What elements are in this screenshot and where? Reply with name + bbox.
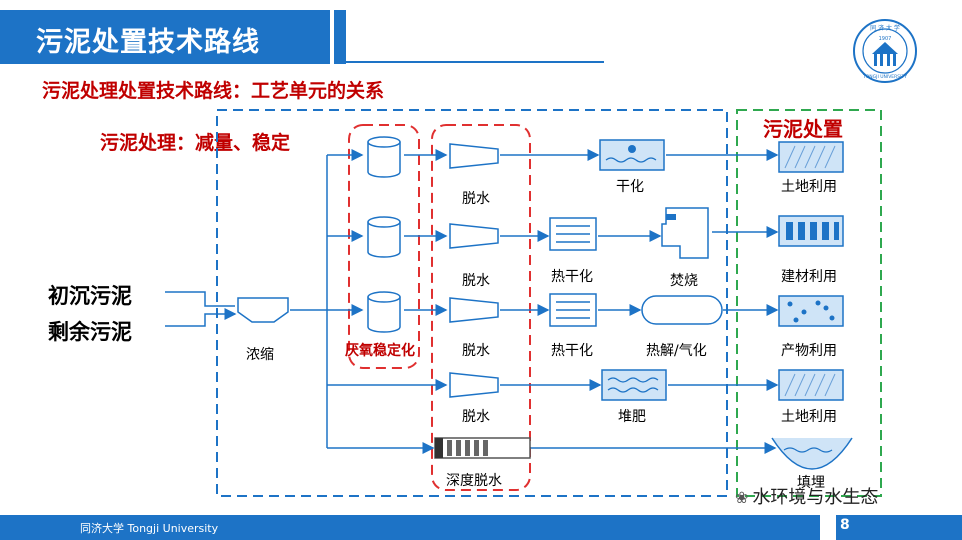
dewater-label: 脱水 [462,343,490,359]
thermal-drying-label: 热干化 [551,343,593,359]
incineration-label: 焚烧 [670,273,698,289]
pyrolysis-label: 热解/气化 [646,343,707,359]
dewater-label: 脱水 [462,273,490,289]
title-accent [334,10,346,64]
outcome-label: 填埋 [797,475,825,491]
drying-icon [599,139,665,171]
building-material-icon [778,215,844,247]
logo-text-bottom: TONGJI UNIVERSITY [862,74,907,80]
thermal-drying-label: 热干化 [551,269,593,285]
anaerobic-boundary [348,124,420,369]
page-title: 污泥处置技术路线 [36,27,260,58]
incinerator-icon [661,207,709,259]
thermal-drying-icon [549,217,597,251]
tongji-logo: 同 济 大 学 1907 TONGJI UNIVERSITY [853,19,917,83]
disposal-boundary [736,109,882,497]
input-excess-sludge: 剩余污泥 [48,320,132,344]
input-line-excess [165,308,237,327]
watermark-text: 水环境与水生态 [752,487,879,508]
outcome-label: 产物利用 [781,343,837,359]
page-number: 8 [840,517,850,533]
disposal-label: 污泥处置 [763,117,843,141]
thermal-drying-icon [549,293,597,327]
composting-label: 堆肥 [618,409,646,425]
subtitle: 污泥处理处置技术路线：工艺单元的关系 [42,80,385,102]
anaerobic-tank-icon [367,216,401,258]
thickener-icon [237,297,289,323]
page-number-bar [836,515,962,540]
outcome-label: 建材利用 [781,269,837,285]
pyrolysis-icon [641,295,723,325]
dewater-icon [449,223,499,249]
logo-year: 1907 [879,36,892,42]
anaerobic-tank-icon [367,291,401,333]
thickening-label: 浓缩 [246,347,274,363]
anaerobic-tank-icon [367,136,401,178]
watermark: ❀水环境与水生态 [735,483,878,509]
dewater-label: 脱水 [462,191,490,207]
dewater-icon [449,143,499,169]
footer-bar [0,515,820,540]
dewater-label: 脱水 [462,409,490,425]
drying-label: 干化 [616,179,644,195]
outcome-label: 土地利用 [781,409,837,425]
outcome-label: 土地利用 [781,179,837,195]
footer-university: 同济大学 Tongji University [80,522,219,535]
landfill-icon [771,437,853,470]
composting-icon [601,369,667,401]
anaerobic-label: 厌氧稳定化 [345,343,415,359]
land-use-icon [778,141,844,173]
dewater-icon [449,297,499,323]
title-underline [346,61,604,63]
land-use-icon [778,369,844,401]
input-primary-sludge: 初沉污泥 [48,284,132,308]
input-line-primary [165,291,235,307]
product-use-icon [778,295,844,327]
title-bar [0,10,330,64]
logo-text-top: 同 济 大 学 [870,24,900,32]
dewater-icon [449,372,499,398]
deep-dewater-label: 深度脱水 [446,473,502,489]
dewater-boundary [431,124,531,491]
wechat-icon: ❀ [735,488,749,507]
deep-dewater-icon [434,437,531,459]
processing-label: 污泥处理：减量、稳定 [100,132,291,154]
